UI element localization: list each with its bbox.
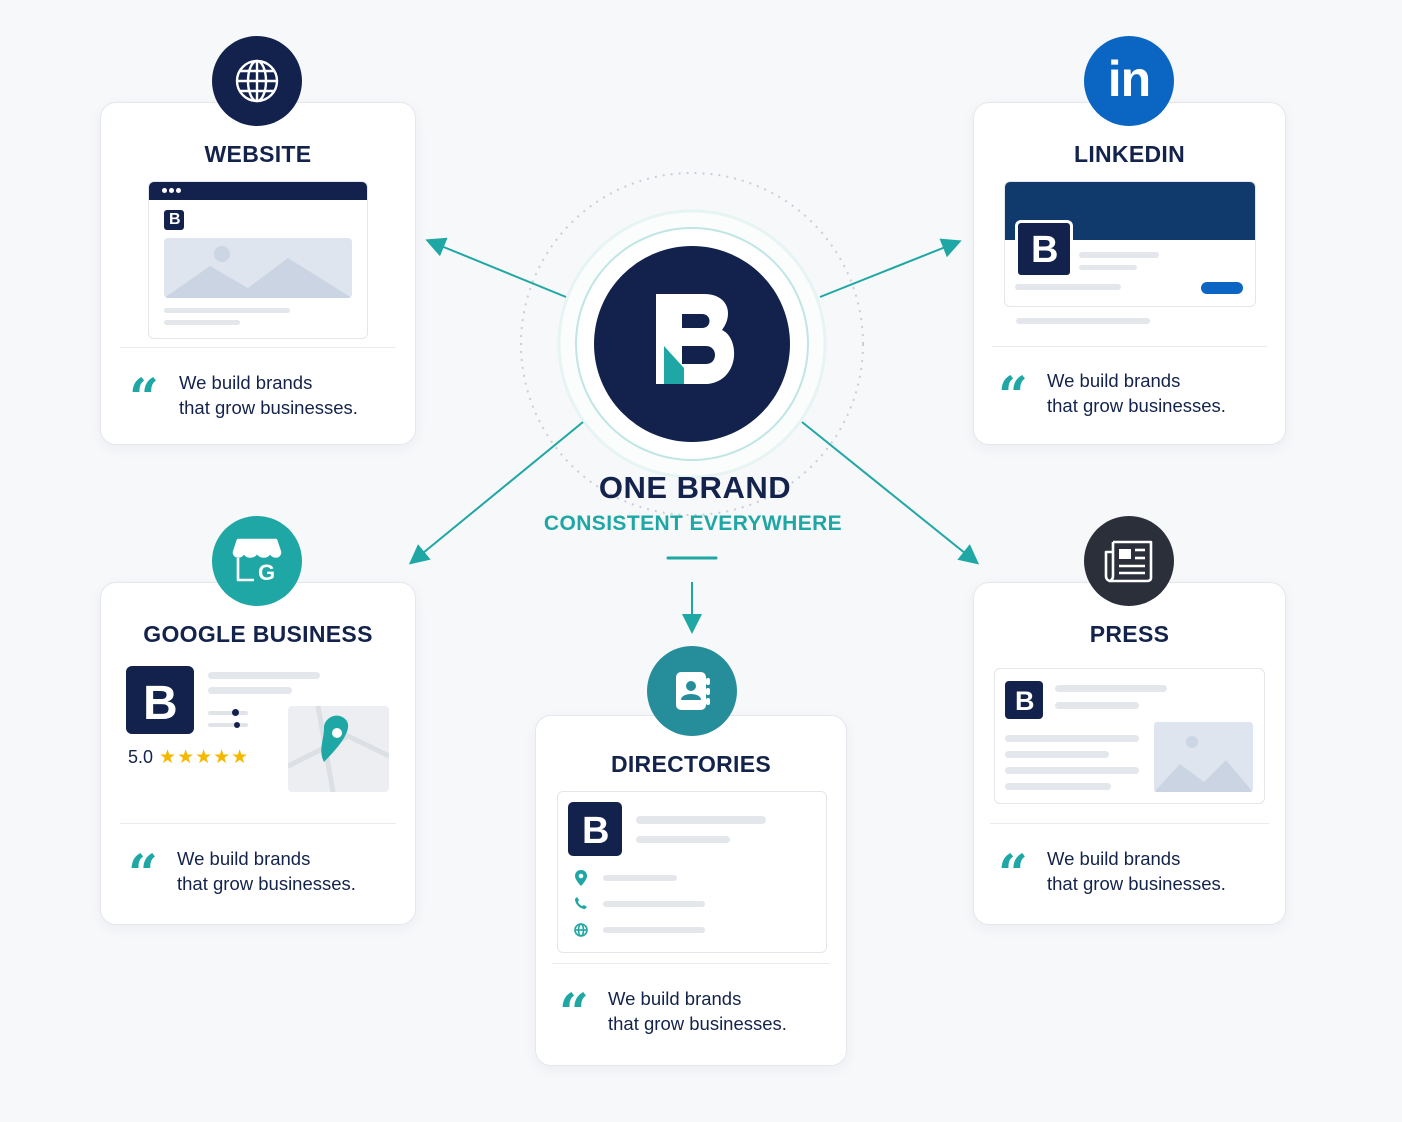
directories-tagline: We build brands that grow businesses. xyxy=(608,986,787,1036)
tagline-line-2: that grow businesses. xyxy=(608,1013,787,1034)
google-b-logo: B xyxy=(126,666,194,734)
headline: ONE BRAND xyxy=(598,470,792,505)
tagline-line-2: that grow businesses. xyxy=(177,873,356,894)
press-tagline: We build brands that grow businesses. xyxy=(1047,846,1226,896)
website-tagline: We build brands that grow businesses. xyxy=(179,370,358,420)
rating-value: 5.0 xyxy=(128,746,154,767)
globe-icon xyxy=(212,36,302,126)
tagline-line-1: We build brands xyxy=(1047,370,1181,391)
rating-row: 5.0 ★★★★★ xyxy=(128,745,249,769)
placeholder-line xyxy=(1016,318,1150,324)
placeholder-line xyxy=(1005,767,1139,774)
website-hero-image xyxy=(164,238,352,298)
quote-icon: “ xyxy=(998,366,1028,427)
tagline-line-1: We build brands xyxy=(179,372,313,393)
arrow-to-press xyxy=(801,421,980,565)
website-b-logo: B xyxy=(164,210,184,230)
card-divider xyxy=(992,346,1267,347)
quote-icon: “ xyxy=(559,983,589,1044)
directories-title: DIRECTORIES xyxy=(610,751,772,777)
card-divider xyxy=(552,963,830,964)
placeholder-line xyxy=(164,320,240,325)
directories-b-logo: B xyxy=(568,802,622,856)
placeholder-line xyxy=(636,816,766,824)
listing-mockup: B xyxy=(557,791,827,953)
placeholder-line xyxy=(1079,265,1137,270)
star-rating-icon: ★★★★★ xyxy=(159,746,250,768)
google-business-card: GOOGLE BUSINESS B 5.0 ★★★★★ “ We build b… xyxy=(100,582,416,925)
placeholder-line xyxy=(1055,702,1139,709)
directories-card: DIRECTORIES B “ We build brands that gro… xyxy=(535,715,847,1066)
placeholder-line xyxy=(603,875,677,881)
location-pin-icon xyxy=(575,870,587,886)
quote-icon: “ xyxy=(128,844,158,905)
phone-icon xyxy=(574,896,588,910)
outer-dotted-ring xyxy=(520,172,864,516)
card-divider xyxy=(120,823,396,824)
browser-dots-icon xyxy=(162,188,167,193)
placeholder-line xyxy=(164,308,290,313)
press-b-logo: B xyxy=(1005,681,1043,719)
article-image xyxy=(1154,722,1253,792)
press-title: PRESS xyxy=(1089,621,1170,647)
contact-book-icon xyxy=(647,646,737,736)
tagline-line-1: We build brands xyxy=(1047,848,1181,869)
placeholder-line xyxy=(603,927,705,933)
newspaper-icon xyxy=(1084,516,1174,606)
card-divider xyxy=(120,347,396,348)
connect-button[interactable] xyxy=(1201,282,1243,294)
placeholder-line xyxy=(208,672,320,679)
placeholder-line xyxy=(1005,783,1111,790)
tagline-line-1: We build brands xyxy=(608,988,742,1009)
center-b-logo xyxy=(646,284,746,394)
website-title: WEBSITE xyxy=(204,141,312,167)
google-business-title: GOOGLE BUSINESS xyxy=(143,621,373,647)
placeholder-line xyxy=(1055,685,1167,692)
quote-icon: “ xyxy=(998,844,1028,905)
tagline-line-2: that grow businesses. xyxy=(1047,395,1226,416)
tagline-line-1: We build brands xyxy=(177,848,311,869)
article-mockup: B xyxy=(994,668,1265,804)
subheadline: CONSISTENT EVERYWHERE xyxy=(543,512,843,535)
arrow-to-google-business xyxy=(408,421,584,565)
browser-topbar xyxy=(149,182,367,200)
linkedin-tagline: We build brands that grow businesses. xyxy=(1047,368,1226,418)
google-business-tagline: We build brands that grow businesses. xyxy=(177,846,356,896)
placeholder-line xyxy=(208,687,292,694)
quote-icon: “ xyxy=(129,368,159,429)
browser-mockup: B xyxy=(148,181,368,339)
placeholder-line xyxy=(636,836,730,843)
placeholder-line xyxy=(1079,252,1159,258)
linkedin-card: LINKEDIN B “ We build brands that grow b… xyxy=(973,102,1286,445)
linkedin-b-logo: B xyxy=(1015,220,1073,278)
tagline-line-2: that grow businesses. xyxy=(179,397,358,418)
card-divider xyxy=(990,823,1269,824)
linkedin-icon: in xyxy=(1084,36,1174,126)
placeholder-line xyxy=(1015,284,1121,290)
map-thumbnail xyxy=(288,706,389,792)
placeholder-line xyxy=(1005,751,1109,758)
arrow-to-linkedin xyxy=(819,238,962,298)
globe-small-icon xyxy=(574,923,588,937)
storefront-icon: G xyxy=(212,516,302,606)
placeholder-line xyxy=(603,901,705,907)
arrow-to-website xyxy=(425,237,567,298)
placeholder-line xyxy=(1005,735,1139,742)
profile-mockup: B xyxy=(1004,181,1256,307)
linkedin-title: LINKEDIN xyxy=(1073,141,1185,167)
contact-dots xyxy=(208,709,252,729)
tagline-line-2: that grow businesses. xyxy=(1047,873,1226,894)
press-card: PRESS B “ We build brands that grow busi… xyxy=(973,582,1286,925)
website-card: WEBSITE B “ We build brands that grow bu… xyxy=(100,102,416,445)
svg-text:G: G xyxy=(258,560,275,585)
